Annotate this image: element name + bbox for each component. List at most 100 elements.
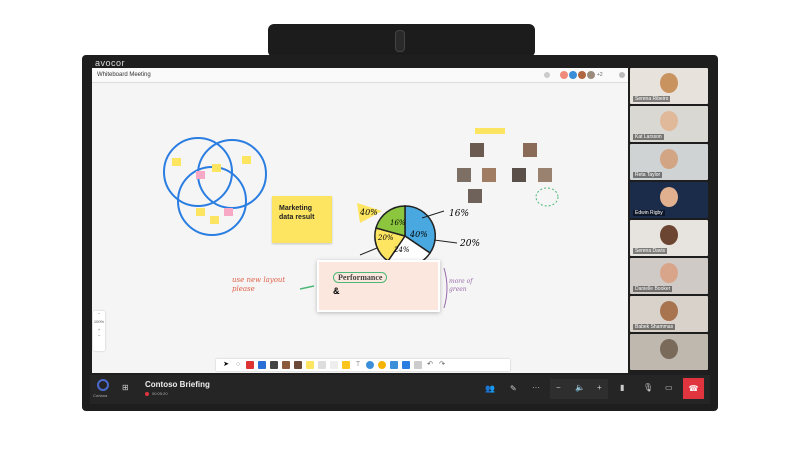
- brown-pen-icon[interactable]: [282, 361, 290, 369]
- reaction-tool-icon[interactable]: [378, 361, 386, 369]
- cortana-icon[interactable]: [97, 379, 109, 391]
- participant-video: [660, 149, 678, 169]
- microphone-icon[interactable]: 🎙: [643, 383, 654, 392]
- participant-name: Kat Larsson: [633, 134, 664, 140]
- eraser-icon[interactable]: [318, 361, 326, 369]
- sticky-note[interactable]: [172, 158, 181, 166]
- pie-slice: [404, 205, 437, 255]
- card-ampersand: &: [333, 286, 340, 296]
- chat-icon[interactable]: ✎: [510, 384, 517, 393]
- whiteboard-drawings: [163, 128, 559, 309]
- org-photo: [470, 143, 484, 157]
- pie-slice: [375, 205, 406, 237]
- pie-label: 16%: [390, 219, 406, 227]
- shapes-tool-icon[interactable]: [366, 361, 374, 369]
- select-tool-icon[interactable]: ➤: [223, 361, 229, 368]
- sticky-note[interactable]: [196, 171, 205, 179]
- participant-video: [660, 111, 678, 131]
- sticky-note[interactable]: [210, 216, 219, 224]
- end-call-button[interactable]: ☎: [683, 378, 704, 399]
- participant-tile[interactable]: Babek Shammas: [630, 296, 708, 332]
- participant-video: [660, 73, 678, 93]
- participant-video: [660, 339, 678, 359]
- sticky-note[interactable]: [196, 208, 205, 216]
- red-pen-icon[interactable]: [246, 361, 254, 369]
- participant-tile[interactable]: Serena Ribeiro: [630, 68, 708, 104]
- org-photo: [482, 168, 496, 182]
- venn-circle: [163, 137, 233, 207]
- undo-icon[interactable]: ↶: [427, 361, 433, 368]
- apps-icon[interactable]: ⊞: [122, 383, 129, 392]
- org-chart: [457, 128, 559, 207]
- zoom-out-button[interactable]: −: [97, 311, 101, 316]
- zoom-level: 100%: [93, 319, 105, 324]
- dark-pen-icon[interactable]: [294, 361, 302, 369]
- participants-icon[interactable]: 👥: [485, 384, 495, 393]
- participant-video: [660, 187, 678, 207]
- fit-button[interactable]: ↔: [97, 332, 101, 337]
- sticky-note[interactable]: [212, 164, 221, 172]
- recording-icon: [145, 392, 149, 396]
- participant-name: Danielle Booker: [633, 286, 673, 292]
- volume-control: [550, 379, 608, 399]
- participant-tile[interactable]: Serena Davis: [630, 220, 708, 256]
- ruler-icon[interactable]: [330, 361, 338, 369]
- avatar: [587, 71, 595, 79]
- pie-label: 24%: [394, 246, 410, 254]
- avatar: [560, 71, 568, 79]
- volume-up-icon[interactable]: +: [597, 383, 602, 392]
- settings-icon[interactable]: [544, 72, 550, 78]
- camera-toggle-icon[interactable]: ▮: [620, 383, 625, 392]
- image-tool-icon[interactable]: [402, 361, 410, 369]
- participant-tile[interactable]: Edwin Rigby: [630, 182, 708, 218]
- pie-chart: [357, 203, 458, 268]
- org-title: [475, 128, 505, 134]
- handwritten-note: more of green: [449, 278, 473, 293]
- camera-lens: [395, 30, 405, 52]
- pie-leader: [421, 210, 445, 219]
- zoom-in-button[interactable]: +: [97, 327, 101, 332]
- template-tool-icon[interactable]: [390, 361, 398, 369]
- sticky-note[interactable]: [242, 156, 251, 164]
- lasso-tool-icon[interactable]: ○: [235, 361, 241, 368]
- participant-video: [660, 225, 678, 245]
- pie-leader: [433, 239, 458, 244]
- participant-name: Edwin Rigby: [633, 210, 665, 216]
- whiteboard-canvas[interactable]: Whiteboard Meeting +2: [92, 68, 628, 373]
- pie-label: 20%: [378, 234, 394, 242]
- participant-video: [660, 301, 678, 321]
- participant-tile[interactable]: Reta Taylor: [630, 144, 708, 180]
- document-tool-icon[interactable]: [414, 361, 422, 369]
- black-pen-icon[interactable]: [270, 361, 278, 369]
- text-tool-icon[interactable]: T: [355, 361, 361, 368]
- avatar: [569, 71, 577, 79]
- org-highlight: [535, 187, 559, 207]
- meeting-controls-bar: Cortana ⊞ Contoso Briefing 00:05:20 👥 ✎ …: [90, 375, 710, 404]
- arrow: [299, 285, 315, 290]
- org-photo: [457, 168, 471, 182]
- menu-icon[interactable]: [619, 72, 625, 78]
- participant-tile[interactable]: Danielle Booker: [630, 258, 708, 294]
- sticky-note-marketing[interactable]: Marketing data result: [272, 196, 332, 243]
- sticky-note[interactable]: [224, 208, 233, 216]
- volume-down-icon[interactable]: −: [556, 383, 561, 392]
- redo-icon[interactable]: ↷: [439, 361, 445, 368]
- sticky-note-tool-icon[interactable]: [342, 361, 350, 369]
- more-participants-count: +2: [597, 72, 603, 78]
- ink-toolbar: ➤ ○ T ↶ ↷: [216, 359, 510, 371]
- blue-pen-icon[interactable]: [258, 361, 266, 369]
- share-screen-icon[interactable]: ▭: [665, 383, 673, 392]
- highlighter-icon[interactable]: [306, 361, 314, 369]
- org-photo: [512, 168, 526, 182]
- pasted-slide-card[interactable]: Performance &: [317, 260, 440, 312]
- pie-callout: [357, 203, 382, 223]
- participant-name: Babek Shammas: [633, 324, 676, 330]
- org-photo: [468, 189, 482, 203]
- participant-tile[interactable]: [630, 334, 708, 370]
- whiteboard-titlebar: Whiteboard Meeting +2: [92, 68, 628, 83]
- participant-tile[interactable]: Kat Larsson: [630, 106, 708, 142]
- more-options-icon[interactable]: ···: [532, 383, 540, 392]
- participant-name: Reta Taylor: [633, 172, 663, 178]
- brand-logo: avocor: [95, 58, 126, 68]
- pie-label: 40%: [360, 208, 378, 217]
